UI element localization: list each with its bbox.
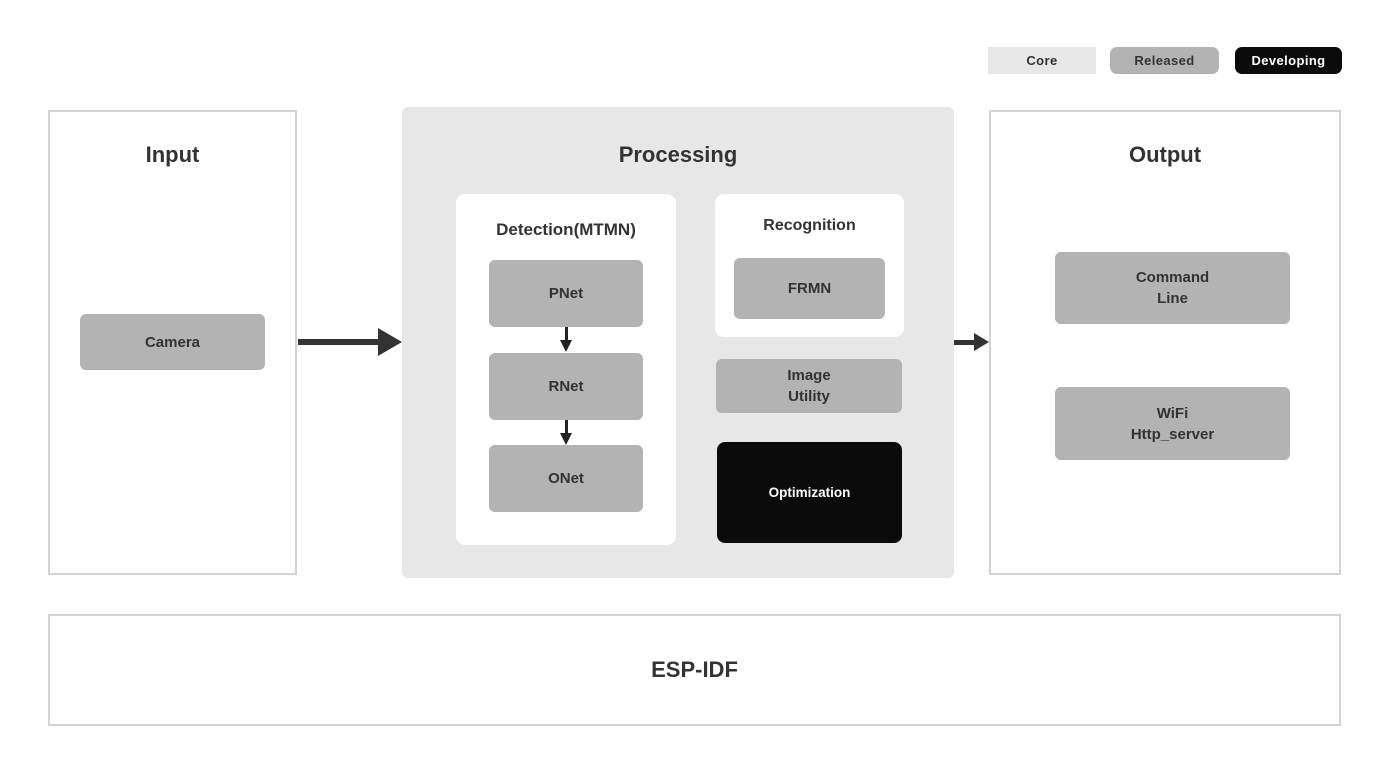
processing-to-output-arrow — [954, 333, 989, 351]
image-utility-node: Image Utility — [716, 359, 902, 413]
pnet-node: PNet — [489, 260, 643, 327]
camera-node-label: Camera — [144, 333, 201, 351]
legend-core-label: Core — [1026, 53, 1058, 68]
pnet-to-rnet-arrow — [559, 327, 573, 353]
wifi-http-server-node: WiFi Http_server — [1055, 387, 1290, 460]
arrow-shaft — [298, 339, 379, 345]
arrow-head-icon — [560, 433, 572, 445]
recognition-group: Recognition FRMN — [715, 194, 904, 337]
processing-panel-title: Processing — [618, 142, 738, 167]
arrow-head-icon — [974, 333, 989, 351]
legend-item-core: Core — [988, 47, 1096, 74]
rnet-node-label: RNet — [548, 378, 584, 395]
arrow-head-icon — [378, 328, 402, 356]
wifi-http-server-node-label: WiFi Http_server — [1130, 404, 1215, 443]
arrow-shaft — [564, 327, 568, 342]
command-line-node-label: Command Line — [1135, 269, 1210, 307]
optimization-node-label: Optimization — [768, 485, 851, 500]
detection-group: Detection(MTMN) PNet RNet ONet — [456, 194, 676, 545]
image-utility-node-label: Image Utility — [787, 367, 831, 405]
arrow-shaft — [564, 420, 568, 435]
esp-idf-panel-title: ESP-IDF — [651, 657, 738, 682]
legend-developing-label: Developing — [1251, 53, 1326, 68]
processing-panel: Processing Detection(MTMN) PNet RNet ONe… — [402, 107, 954, 578]
optimization-node: Optimization — [717, 442, 902, 543]
output-panel-title: Output — [1128, 142, 1202, 167]
onet-node: ONet — [489, 445, 643, 512]
command-line-node: Command Line — [1055, 252, 1290, 324]
frmn-node: FRMN — [734, 258, 885, 319]
input-to-processing-arrow — [298, 328, 402, 356]
input-panel: Input Camera — [48, 110, 297, 575]
legend-item-developing: Developing — [1235, 47, 1342, 74]
output-panel: Output Command Line WiFi Http_server — [989, 110, 1341, 575]
esp-idf-panel: ESP-IDF — [48, 614, 1341, 726]
legend-item-released: Released — [1110, 47, 1219, 74]
input-panel-title: Input — [145, 142, 200, 167]
pnet-node-label: PNet — [548, 285, 584, 302]
legend-released-label: Released — [1134, 53, 1195, 68]
arrow-head-icon — [560, 340, 572, 352]
camera-node: Camera — [80, 314, 265, 370]
rnet-node: RNet — [489, 353, 643, 420]
rnet-to-onet-arrow — [559, 420, 573, 446]
arrow-shaft — [954, 340, 975, 345]
onet-node-label: ONet — [548, 470, 584, 487]
recognition-group-title: Recognition — [763, 217, 856, 234]
detection-group-title: Detection(MTMN) — [496, 220, 636, 239]
frmn-node-label: FRMN — [787, 280, 832, 297]
